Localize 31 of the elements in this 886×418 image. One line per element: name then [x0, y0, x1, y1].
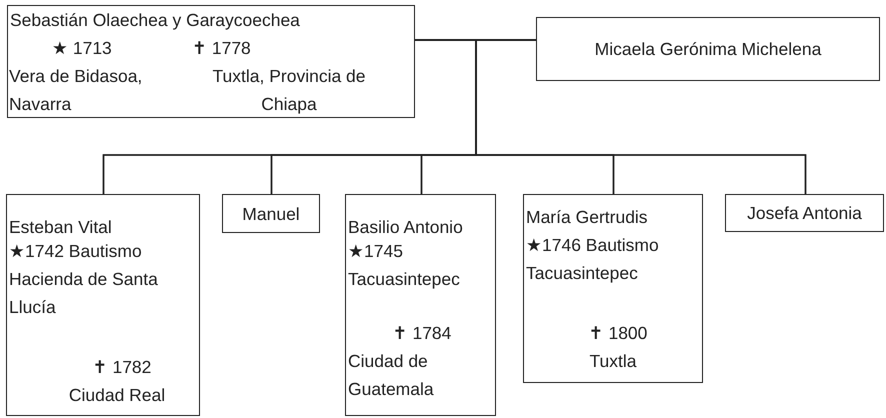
person-box	[7, 5, 415, 118]
life-event-text: ✝ 1800	[588, 322, 648, 345]
life-event-text: ✝ 1784	[392, 322, 452, 345]
person-box	[725, 194, 884, 232]
life-event-text: Tuxtla	[588, 350, 638, 373]
life-event-text: Tacuasintepec	[526, 262, 639, 285]
person-name: Micaela Gerónima Michelena	[594, 38, 822, 61]
person-name: Manuel	[242, 202, 300, 226]
life-event-text: ★1745	[348, 240, 404, 263]
life-event-text: ★1742 Bautismo	[9, 240, 143, 263]
life-event-text: ★ 1713	[52, 37, 113, 60]
person-name: Sebastián Olaechea y Garaycoechea	[10, 9, 301, 32]
life-event-text: Ciudad Real	[68, 384, 166, 407]
person-name: Josefa Antonia	[747, 202, 862, 225]
connector-line	[475, 39, 806, 194]
life-event-text: Hacienda de Santa Llucía	[9, 268, 159, 319]
person-name: Basilio Antonio	[348, 216, 464, 239]
person-box	[222, 194, 320, 233]
life-event-text: Tuxtla, Provincia de Chiapa	[211, 65, 367, 116]
person-name: Esteban Vital	[9, 216, 113, 239]
life-event-text: Ciudad de Guatemala	[348, 350, 435, 401]
person-box	[536, 17, 880, 81]
person-box	[6, 194, 200, 416]
life-event-text: ✝ 1782	[92, 356, 152, 379]
life-event-text: Vera de Bidasoa, Navarra	[9, 65, 144, 116]
person-name: María Gertrudis	[526, 206, 649, 229]
life-event-text: ★1746 Bautismo	[526, 234, 660, 257]
person-box	[523, 194, 703, 383]
life-event-text: Tacuasintepec	[348, 268, 461, 291]
person-box	[345, 194, 496, 416]
life-event-text: ✝ 1778	[192, 37, 252, 60]
